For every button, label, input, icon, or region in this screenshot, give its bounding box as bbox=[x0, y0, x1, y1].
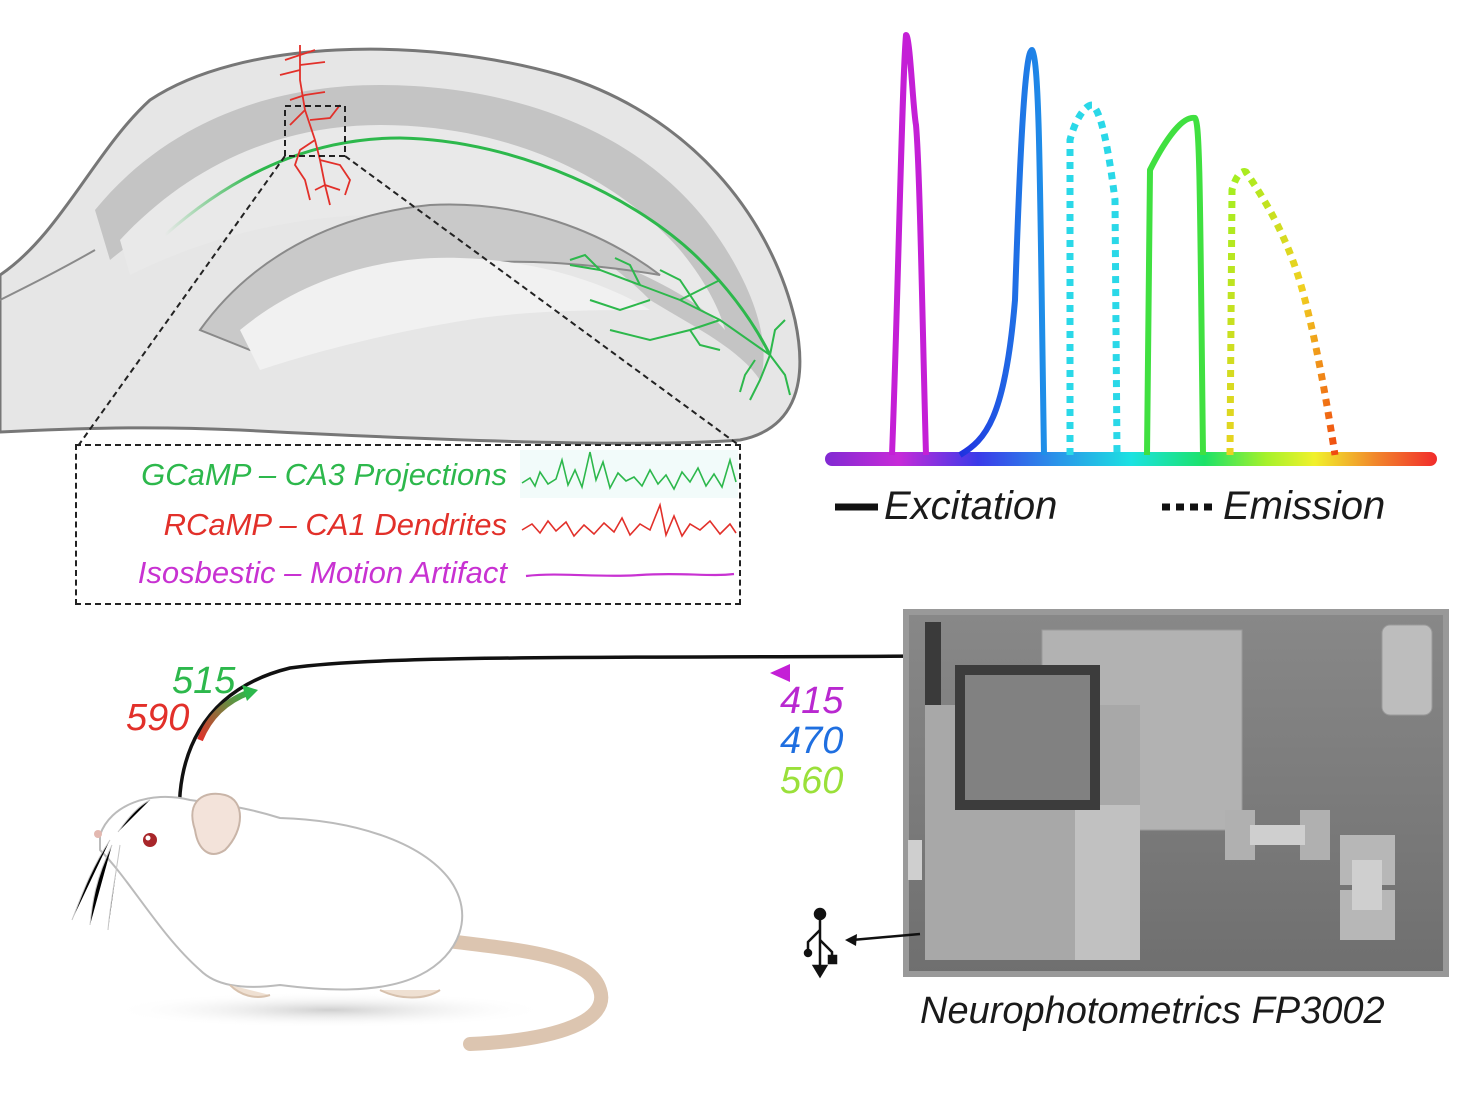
mouse-illustration bbox=[71, 792, 609, 1051]
hippocampus-illustration bbox=[0, 45, 802, 447]
usb-arrow bbox=[851, 932, 921, 942]
fp3002-device-render bbox=[903, 609, 1449, 977]
emission-590-label: 590 bbox=[126, 697, 190, 739]
signal-legend-box bbox=[75, 444, 741, 605]
excitation-legend-label: Excitation bbox=[884, 484, 1058, 528]
device-name-label: Neurophotometrics FP3002 bbox=[920, 990, 1385, 1032]
emission-515-label: 515 bbox=[172, 660, 236, 702]
rcamp-trace bbox=[521, 502, 737, 538]
ca1-neuron-dendrites bbox=[279, 45, 351, 206]
gcamp-trace bbox=[521, 451, 737, 491]
signal-traces bbox=[520, 450, 738, 578]
ca3-neuron-dendrites bbox=[569, 253, 791, 401]
emission-arrow bbox=[197, 689, 252, 742]
excitation-415-curve bbox=[889, 32, 929, 456]
excitation-470-curve bbox=[958, 47, 1047, 458]
usb-icon bbox=[803, 907, 838, 979]
isosbestic-trace bbox=[525, 572, 735, 578]
gcamp-label: GCaMP – CA3 Projections bbox=[141, 457, 507, 492]
emission-515-curve bbox=[1066, 101, 1121, 456]
optical-fiber bbox=[177, 654, 931, 826]
excitation-415-label: 415 bbox=[780, 680, 844, 722]
emission-legend-label: Emission bbox=[1223, 484, 1386, 528]
isosbestic-label: Isosbestic – Motion Artifact bbox=[137, 555, 507, 590]
excitation-470-label: 470 bbox=[780, 720, 844, 762]
excitation-560-curve bbox=[1144, 114, 1206, 456]
spectrum-chart bbox=[825, 32, 1437, 511]
excitation-560-label: 560 bbox=[780, 760, 844, 802]
rcamp-label: RCaMP – CA1 Dendrites bbox=[163, 507, 507, 542]
emission-590-curve bbox=[1226, 168, 1339, 456]
